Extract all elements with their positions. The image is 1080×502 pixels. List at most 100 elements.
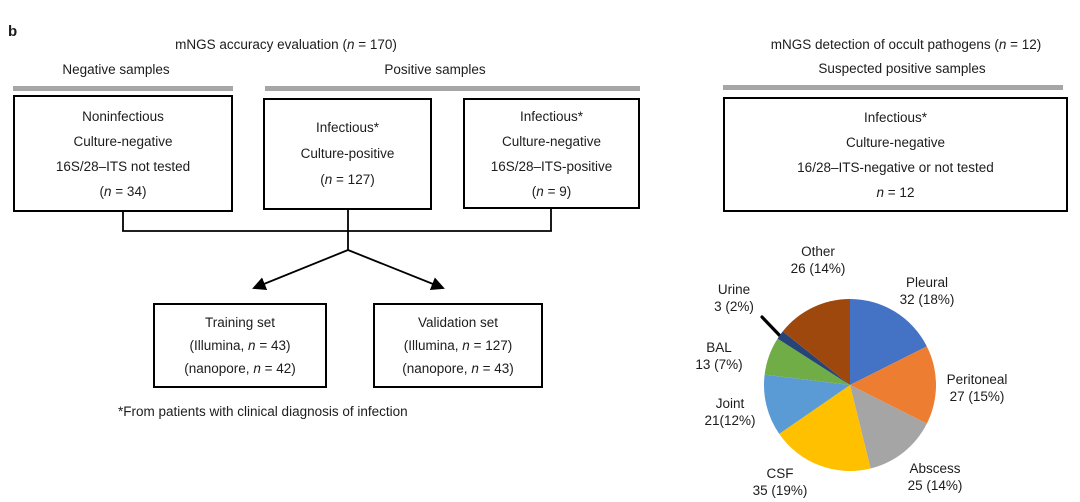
title-text: = 12) (1006, 37, 1042, 52)
box-line: Noninfectious (82, 108, 164, 124)
box-line: Infectious* (315, 120, 380, 135)
arrow-to-validation-set (347, 249, 445, 291)
arrow-to-training-set (252, 249, 349, 290)
n-count-pre: ( (320, 172, 325, 187)
pie-label-value: 27 (15%) (949, 389, 1005, 404)
n-count-post: = 127) (332, 172, 375, 187)
pie-label-value: 3 (2%) (714, 299, 754, 314)
pie-label-value: 25 (14%) (907, 478, 963, 493)
suspected-positive-group-bar (723, 85, 1063, 90)
italic-n: n (876, 184, 885, 200)
italic-n: n (536, 183, 544, 199)
italic-n: n (324, 172, 333, 187)
pie-label-name: Other (801, 244, 835, 259)
box-line: Infectious* (863, 109, 928, 125)
pie-slice-urine (777, 331, 850, 385)
box-line: (Illumina, n = 43) (190, 334, 291, 357)
pie-label-abscess: Abscess 25 (14%) (875, 460, 995, 494)
box-suspected-positive: Infectious* Culture-negative 16/28–ITS-n… (723, 97, 1068, 212)
positive-samples-group-label: Positive samples (384, 62, 486, 77)
occult-panel-title: mNGS detection of occult pathogens (n = … (771, 37, 1042, 52)
n-count-post: = 34) (111, 183, 147, 199)
box-line: (n = 9) (532, 179, 571, 204)
pie-label-bal: BAL 13 (7%) (659, 339, 779, 373)
box-line: (n = 34) (100, 179, 147, 204)
pie-label-name: Abscess (909, 461, 961, 476)
box-line: 16S/28–ITS-positive (490, 158, 613, 174)
box-line: Culture-negative (501, 133, 602, 149)
pie-label-peritoneal: Peritoneal 27 (15%) (917, 371, 1037, 405)
italic-n: n (253, 361, 261, 376)
box-line: Culture-negative (845, 134, 946, 150)
pie-slice-abscess (850, 385, 927, 469)
n-count-post: = 43) (255, 338, 291, 353)
n-count-post: = 42) (260, 361, 296, 376)
pie-label-csf: CSF 35 (19%) (720, 465, 840, 499)
pie-label-name: Joint (715, 396, 745, 411)
pie-label-name: BAL (706, 340, 732, 355)
box-line: (Illumina, n = 127) (404, 334, 512, 357)
panel-letter: b (8, 23, 18, 40)
italic-n: n (462, 338, 470, 353)
pie-slice-joint (764, 374, 850, 434)
pie-slice-pleural (850, 299, 927, 385)
box-line: (n = 127) (320, 167, 374, 193)
n-count-post: = 9) (543, 183, 572, 199)
pie-label-value: 21(12%) (704, 413, 756, 428)
box-noninfectious: Noninfectious Culture-negative 16S/28–IT… (13, 95, 233, 212)
italic-n: n (248, 338, 256, 353)
title-text: mNGS detection of occult pathogens ( (770, 37, 999, 52)
italic-n: n (471, 361, 479, 376)
pie-label-name: CSF (766, 466, 794, 481)
italic-n: n (346, 37, 355, 52)
italic-n: n (104, 183, 112, 199)
pie-label-name: Peritoneal (946, 372, 1008, 387)
accuracy-panel-title: mNGS accuracy evaluation (n = 170) (175, 37, 397, 52)
italic-n: n (998, 37, 1007, 52)
n-count-pre: ( (99, 183, 105, 199)
box-line: 16S/28–ITS not tested (55, 158, 191, 174)
box-validation-set: Validation set (Illumina, n = 127) (nano… (373, 303, 543, 388)
box-line: Training set (204, 315, 276, 330)
pie-label-joint: Joint 21(12%) (670, 395, 790, 429)
pie-label-value: 26 (14%) (790, 261, 846, 276)
box-line: 16/28–ITS-negative or not tested (797, 159, 994, 175)
pie-label-value: 32 (18%) (899, 292, 955, 307)
box-line: (nanopore, n = 42) (184, 357, 295, 380)
n-count-pre: (Illumina, (189, 338, 249, 353)
box-line: (nanopore, n = 43) (402, 357, 513, 380)
negative-samples-group-bar (13, 86, 233, 91)
title-text: mNGS accuracy evaluation ( (175, 37, 347, 52)
pie-label-name: Urine (717, 282, 751, 297)
pie-label-name: Pleural (905, 275, 949, 290)
pie-label-value: 35 (19%) (752, 483, 808, 498)
footnote: *From patients with clinical diagnosis o… (118, 404, 408, 419)
box-infectious-culture-positive: Infectious* Culture-positive (n = 127) (263, 98, 432, 210)
suspected-positive-group-label: Suspected positive samples (818, 61, 986, 76)
pie-slice-csf (779, 385, 871, 471)
n-count-post: = 43) (478, 361, 514, 376)
pie-slice-peritoneal (850, 346, 937, 424)
n-count-pre: (nanopore, (402, 361, 472, 376)
negative-samples-group-label: Negative samples (62, 62, 170, 77)
n-count-pre: (nanopore, (184, 361, 254, 376)
n-count-pre: ( (531, 183, 537, 199)
title-text: = 170) (354, 37, 397, 52)
box-line: Culture-positive (300, 146, 395, 161)
box-line: Validation set (417, 315, 499, 330)
n-count-post: = 12 (884, 184, 915, 200)
pie-label-urine: Urine 3 (2%) (674, 281, 794, 315)
pie-slice-bal (764, 338, 850, 385)
box-training-set: Training set (Illumina, n = 43) (nanopor… (153, 303, 327, 388)
box-infectious-culture-negative: Infectious* Culture-negative 16S/28–ITS-… (463, 98, 640, 209)
box-line: n = 12 (877, 180, 915, 205)
pie-label-other: Other 26 (14%) (758, 243, 878, 277)
positive-samples-group-bar (265, 86, 640, 91)
pie-label-pleural: Pleural 32 (18%) (867, 274, 987, 308)
pie-chart (764, 299, 937, 471)
box-line: Culture-negative (73, 133, 173, 149)
pie-slice-other (782, 299, 850, 385)
n-count-post: = 127) (469, 338, 513, 353)
